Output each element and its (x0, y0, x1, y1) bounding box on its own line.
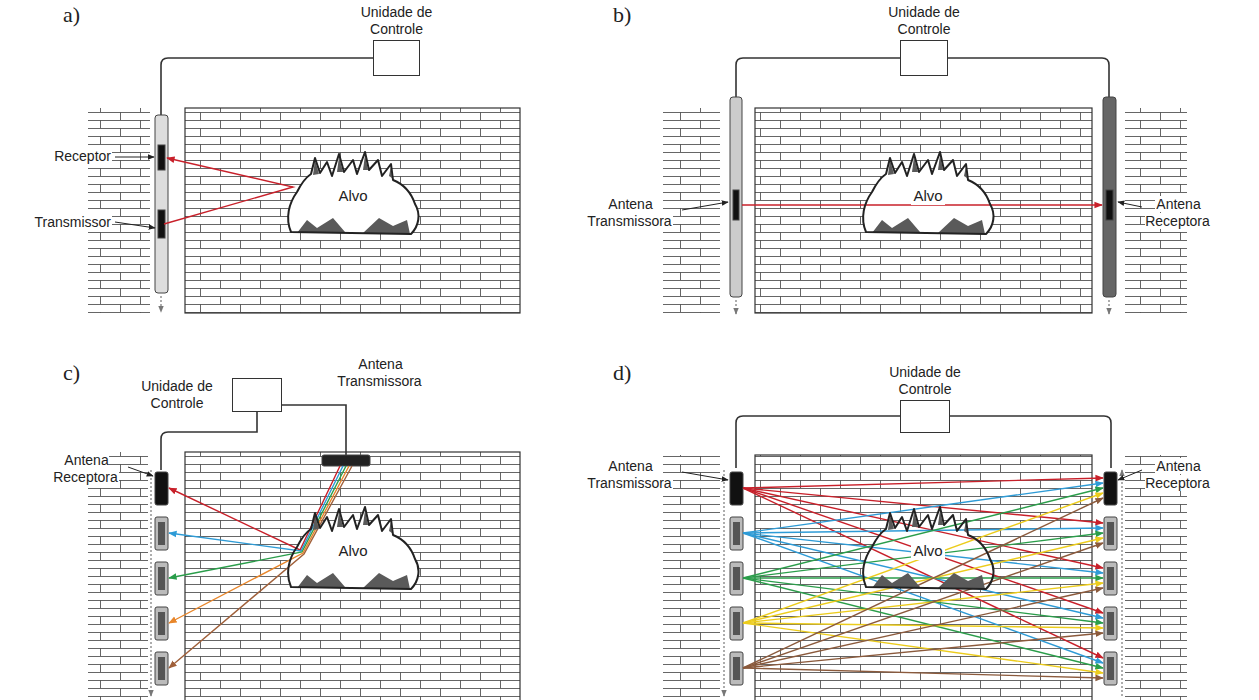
borehole-probes (155, 97, 1116, 466)
panel-letter: d) (612, 360, 652, 386)
cables (161, 58, 1111, 470)
part-label: Antena Receptora (1128, 196, 1228, 230)
target-label: Alvo (336, 187, 369, 205)
part-label-text: Transmissor (34, 214, 113, 230)
brick-walls (88, 108, 1187, 700)
part-label: Receptor (40, 148, 112, 165)
unit-heading: Unidade de Controle (869, 4, 979, 38)
leader-arrows (115, 157, 1142, 480)
part-label-text: Receptor (53, 148, 112, 164)
control-unit-box: Unidade de Controle (900, 400, 950, 433)
control-unit-box: Unidade de Controle (373, 40, 420, 76)
control-unit-box: Unidade de Controle (232, 378, 282, 412)
panel-letter-text: c) (62, 360, 81, 385)
target-rock: Alvo (858, 148, 998, 238)
part-label-text: Antena Transmissora (337, 356, 422, 389)
part-label: Antena Transmissora (580, 196, 680, 230)
panel-letter-text: b) (612, 2, 632, 27)
panel-letter-text: a) (62, 2, 81, 27)
part-label-text: Antena Receptora (1145, 458, 1211, 491)
target-rock: Alvo (283, 148, 423, 238)
part-label: Antena Receptora (36, 452, 136, 486)
part-label: Antena Transmissora (330, 356, 430, 390)
panel-letter: c) (62, 360, 102, 386)
target-fill (288, 152, 418, 234)
part-label-text: Antena Transmissora (587, 196, 672, 229)
target-label: Alvo (336, 542, 369, 560)
part-label-text: Antena Transmissora (587, 458, 672, 491)
target-label: Alvo (911, 542, 944, 560)
panel-letter: b) (612, 2, 652, 28)
control-unit-box: Unidade de Controle (900, 40, 948, 76)
target-rock: Alvo (858, 503, 998, 593)
part-label: Antena Transmissora (580, 458, 680, 492)
unit-heading: Unidade de Controle (127, 378, 227, 412)
signal-rays (164, 158, 1103, 678)
panel-letter-text: d) (612, 360, 632, 385)
part-label: Antena Receptora (1128, 458, 1228, 492)
target-rock: Alvo (283, 503, 423, 593)
motion-arrows (151, 296, 1122, 696)
part-label: Transmissor (20, 214, 112, 231)
target-label: Alvo (911, 187, 944, 205)
part-label-text: Antena Receptora (53, 452, 119, 485)
part-label-text: Antena Receptora (1145, 196, 1211, 229)
unit-heading: Unidade de Controle (342, 4, 452, 38)
unit-heading: Unidade de Controle (870, 364, 980, 398)
panel-letter: a) (62, 2, 102, 28)
antenna-arrays (155, 472, 1117, 685)
target-fill (863, 152, 993, 234)
